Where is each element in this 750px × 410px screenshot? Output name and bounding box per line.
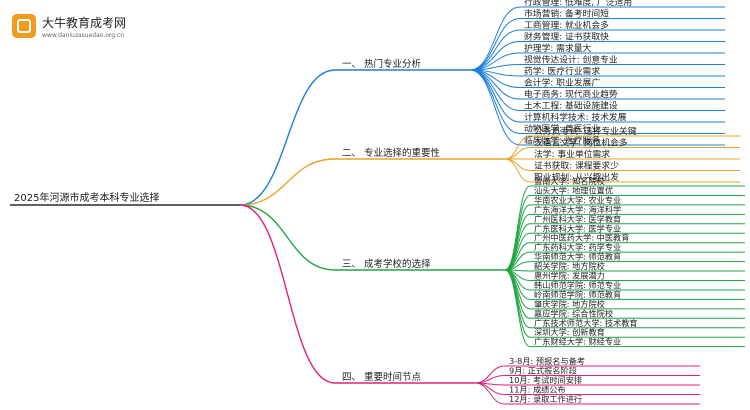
leaf-label: 广东技术师范大学: 技术教育 — [534, 318, 638, 328]
leaf-label: 惠州学院: 发展潜力 — [534, 271, 605, 281]
leaf-label: 华南师范大学: 师范教育 — [534, 252, 621, 262]
leaf-label: 工商管理: 就业机会多 — [524, 19, 609, 31]
leaf-connector — [474, 375, 506, 384]
leaf-label: 韩山师范学院: 师范专业 — [534, 280, 621, 290]
leaf-label: 证书获取: 课程要求少 — [534, 160, 619, 172]
leaf-label: 深圳大学: 创新教育 — [534, 327, 605, 337]
leaf-label: 动物医学: 兽医行业 — [524, 123, 600, 135]
logo-title: 大牛教育成考网 — [42, 16, 127, 30]
leaf-label: 广东财经大学: 财经专业 — [534, 337, 621, 347]
logo-url: www.daniuzasuedao.org.cn — [42, 32, 125, 39]
leaf-label: 华南农业大学: 农业专业 — [534, 195, 621, 205]
leaf-connector — [504, 158, 531, 171]
leaf-label: 药学: 医疗行业需求 — [524, 65, 600, 77]
leaf-connector — [469, 69, 521, 100]
leaf-label: 会计学: 职业发展广 — [524, 77, 600, 89]
logo: 大牛教育成考网 www.daniuzasuedao.org.cn — [6, 4, 176, 46]
leaf-label: 临床医学: 医疗服务 — [524, 134, 600, 146]
leaf-connector — [504, 158, 531, 183]
branch-connector-importance — [239, 158, 336, 206]
leaf-label: 3-8月: 预报名与备考 — [509, 356, 585, 366]
leaf-connector — [469, 18, 521, 71]
branch-connector-hot-majors — [239, 69, 336, 206]
leaf-connector — [469, 69, 521, 134]
leaf-label: 公务员考试: 选择专业关键 — [534, 125, 637, 137]
leaf-label: 广东药科大学: 药学专业 — [534, 242, 621, 252]
branch-connector-schools — [239, 204, 336, 271]
leaf-label: 肇庆学院: 地方院校 — [534, 299, 605, 309]
leaf-label: 广州医科大学: 医学教育 — [534, 214, 621, 224]
leaf-label: 行政管理: 低难度, 广泛适用 — [524, 0, 632, 8]
leaf-label: 广东海洋大学: 海洋科学 — [534, 204, 621, 214]
branch-connector-timeline — [239, 204, 336, 384]
leaf-connector — [469, 69, 521, 123]
leaf-label: 10月: 考试时间安排 — [509, 375, 582, 385]
leaf-connector — [474, 365, 506, 384]
leaf-label: 护理学: 需求量大 — [524, 42, 592, 54]
leaf-connector — [474, 382, 506, 405]
branch-label-timeline: 四、 重要时间节点 — [342, 371, 422, 383]
leaf-label: 岭南师范学院: 师范教育 — [534, 289, 621, 299]
leaf-label: 视觉传达设计: 创意专业 — [524, 54, 618, 66]
branch-label-importance: 二、 专业选择的重要性 — [342, 147, 441, 159]
leaf-label: 广州中医药大学: 中医教育 — [534, 233, 629, 243]
logo-icon — [12, 14, 36, 38]
leaf-label: 9月: 正式报名阶段 — [509, 366, 577, 376]
leaf-connector — [469, 41, 521, 71]
leaf-connector — [504, 269, 531, 348]
leaf-connector — [504, 147, 531, 160]
leaf-label: 韶关学院: 地方院校 — [534, 261, 605, 271]
leaf-label: 市场营销: 备考时间短 — [524, 8, 609, 20]
leaf-label: 暨南大学: 知名院校 — [534, 176, 605, 186]
branch-label-hot-majors: 一、 热门专业分析 — [342, 58, 422, 70]
leaf-label: 财务管理: 证书获取快 — [524, 31, 609, 43]
branch-label-schools: 三、 成考学校的选择 — [342, 258, 431, 270]
leaf-connector — [469, 29, 521, 71]
leaf-label: 嘉应学院: 综合性院校 — [534, 308, 613, 318]
leaf-label: 法学: 事业单位需求 — [534, 148, 610, 160]
leaf-label: 职业规划: 从兴趣出发 — [534, 171, 619, 183]
leaf-connector — [469, 69, 521, 146]
leaf-label: 11月: 成绩公布 — [509, 385, 566, 395]
leaf-label: 土木工程: 基础设施建设 — [524, 100, 618, 112]
leaf-label: 汉语言文学: 岗位机会多 — [534, 137, 628, 149]
leaf-label: 广东医科大学: 医学专业 — [534, 223, 621, 233]
leaf-label: 12月: 录取工作进行 — [509, 394, 582, 404]
leaf-label: 汕头大学: 地理位置优 — [534, 185, 613, 195]
root-node-label: 2025年河源市成考本科专业选择 — [14, 191, 159, 204]
leaf-connector — [469, 6, 521, 71]
leaf-label: 计算机科学技术: 技术发展 — [524, 111, 627, 123]
leaf-label: 电子商务: 现代商业趋势 — [524, 88, 618, 100]
